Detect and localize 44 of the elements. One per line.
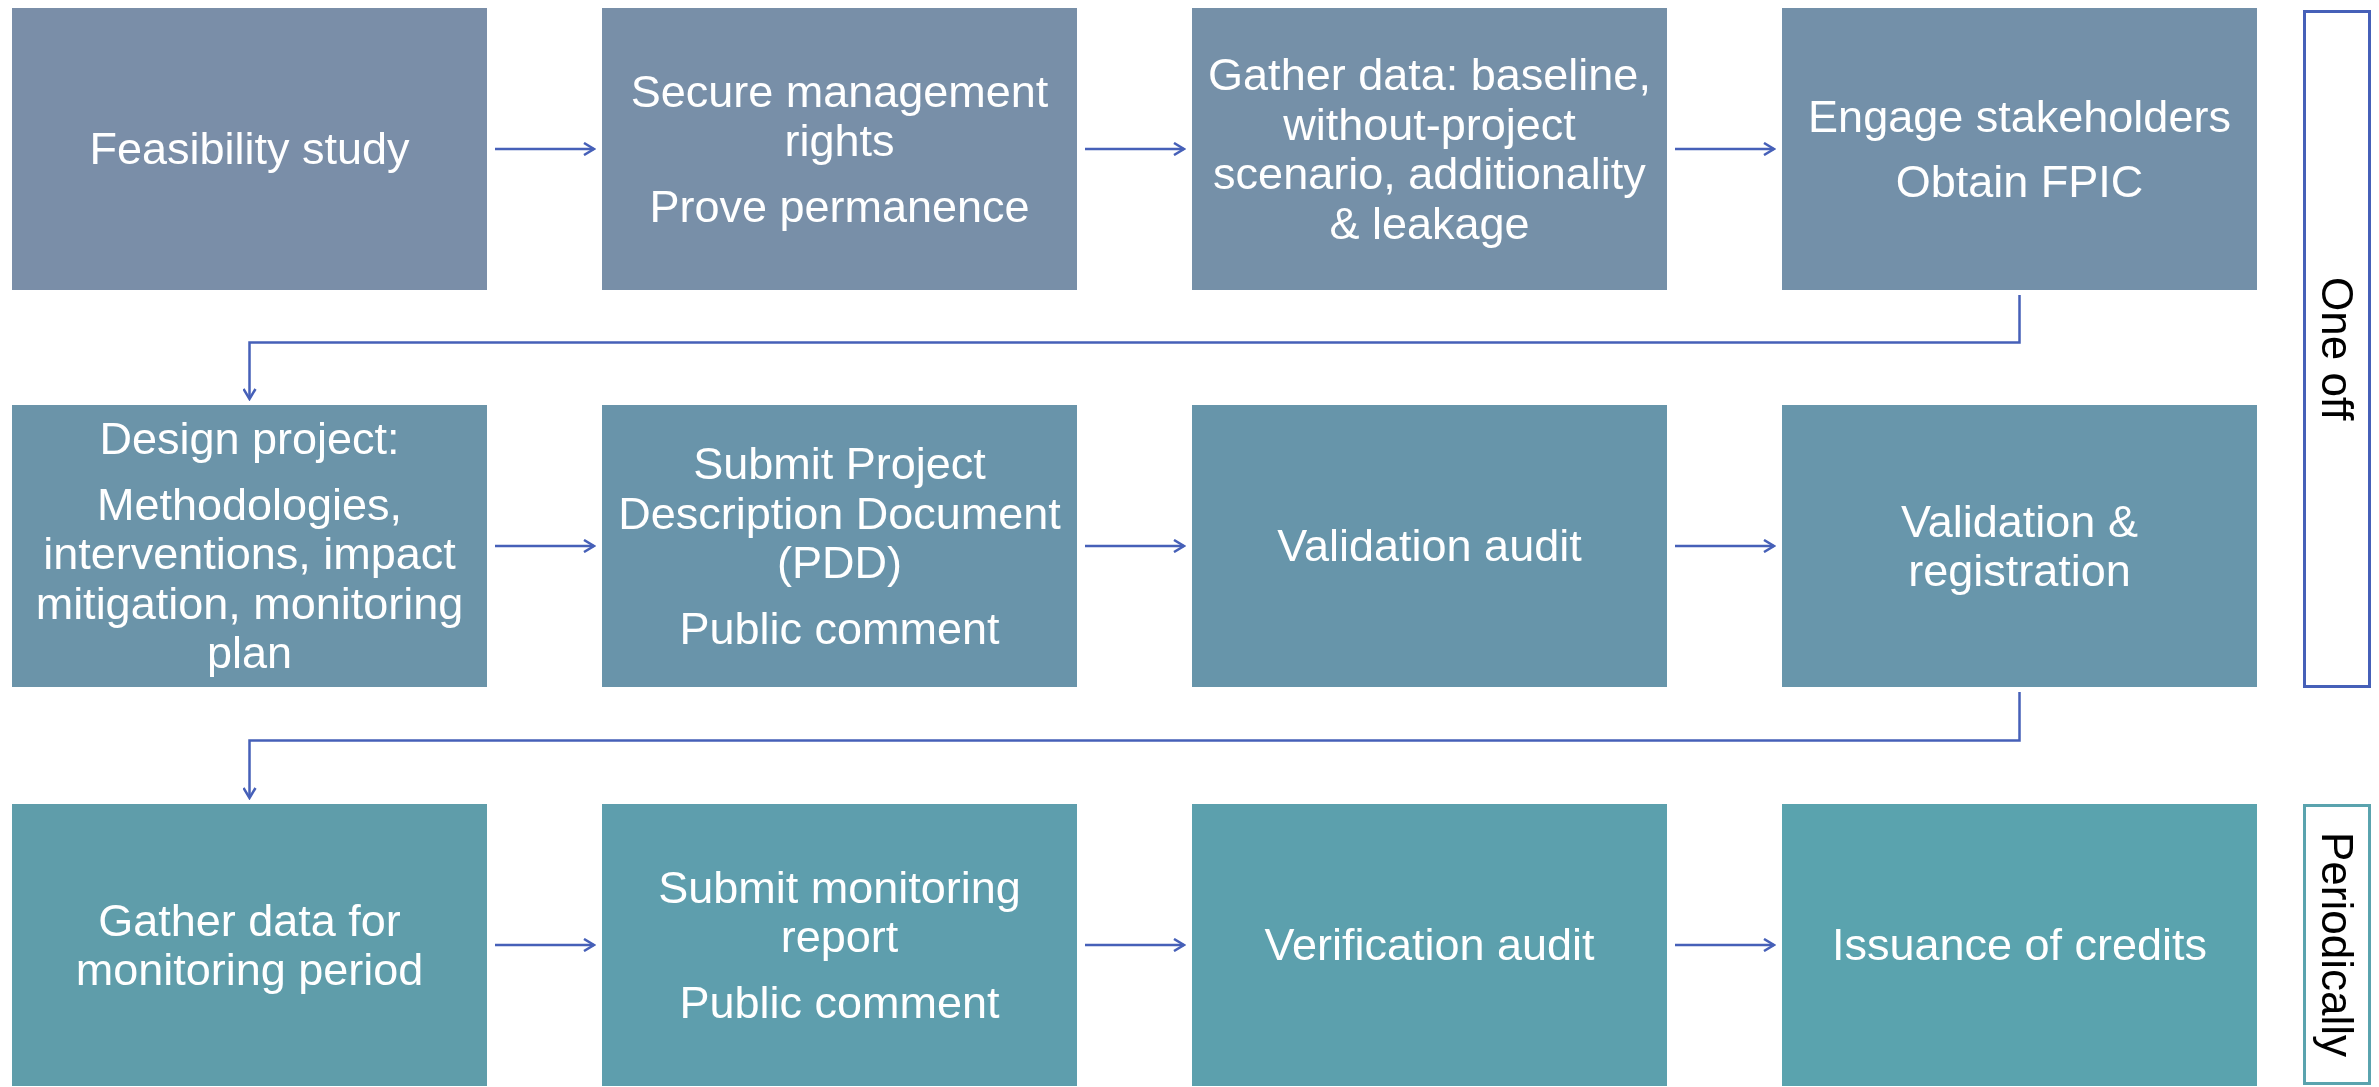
process-box bbox=[1782, 8, 2257, 290]
phase-label: Periodically bbox=[2315, 832, 2359, 1057]
arrow bbox=[1675, 538, 1776, 554]
step-text: Submit Project Description Document (PDD) bbox=[618, 439, 1061, 588]
arrow bbox=[1675, 937, 1776, 953]
arrow bbox=[495, 538, 596, 554]
phase-bracket-box bbox=[2303, 10, 2371, 688]
process-box bbox=[12, 405, 487, 687]
process-box bbox=[602, 8, 1077, 290]
arrow bbox=[1085, 141, 1186, 157]
process-box bbox=[602, 405, 1077, 687]
arrow bbox=[1085, 937, 1186, 953]
process-box bbox=[1782, 804, 2257, 1086]
step-text: Public comment bbox=[679, 977, 1000, 1028]
arrow bbox=[1675, 141, 1776, 157]
step-text: Prove permanence bbox=[649, 181, 1030, 232]
arrow bbox=[1085, 538, 1186, 554]
step-text: Feasibility study bbox=[89, 124, 410, 174]
step-text: Design project: bbox=[99, 414, 400, 464]
process-box bbox=[12, 804, 487, 1086]
process-box bbox=[1192, 804, 1667, 1086]
step-text: Submit monitoring report bbox=[657, 862, 1022, 962]
arrow bbox=[495, 141, 596, 157]
phase-bracket-box bbox=[2303, 804, 2371, 1085]
step-text: Secure management rights bbox=[629, 66, 1050, 166]
process-box bbox=[12, 8, 487, 290]
process-box bbox=[1192, 405, 1667, 687]
step-text: Public comment bbox=[679, 603, 1000, 653]
step-text: Methodologies, interventions, impact mitigation, monitoring plan bbox=[34, 479, 465, 678]
process-box bbox=[1782, 405, 2257, 687]
arrow bbox=[242, 295, 2021, 401]
process-box bbox=[602, 804, 1077, 1086]
step-text: Validation & registration bbox=[1900, 496, 2139, 596]
process-box bbox=[1192, 8, 1667, 290]
step-text: Engage stakeholders bbox=[1808, 91, 2231, 141]
step-text: Issuance of credits bbox=[1831, 920, 2208, 970]
step-text: Gather data for monitoring period bbox=[74, 895, 425, 995]
step-text: Gather data: baseline, without-project scenario, additionality & leakage bbox=[1208, 50, 1651, 248]
phase-label: One off bbox=[2315, 277, 2359, 421]
arrow bbox=[242, 692, 2021, 800]
step-text: Obtain FPIC bbox=[1895, 157, 2144, 207]
step-text: Validation audit bbox=[1277, 521, 1582, 571]
arrow bbox=[495, 937, 596, 953]
step-text: Verification audit bbox=[1264, 920, 1595, 970]
